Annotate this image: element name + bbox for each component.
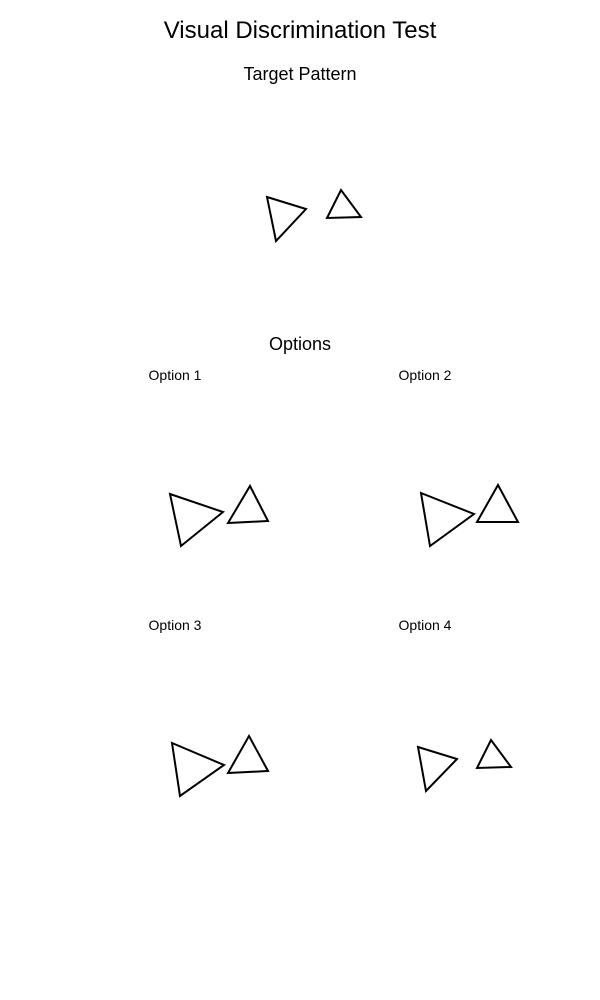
option-4-label: Option 4 xyxy=(398,617,452,633)
option-4-select-area[interactable] xyxy=(300,640,550,870)
option-1-label: Option 1 xyxy=(148,367,202,383)
option-1-select-area[interactable] xyxy=(50,390,300,620)
option-2-triangle-left xyxy=(419,491,477,548)
target-triangle-left xyxy=(265,195,308,244)
option-3-select-area[interactable] xyxy=(50,640,300,870)
option-2-label: Option 2 xyxy=(398,367,452,383)
option-1-triangle-right xyxy=(226,483,270,525)
option-3-triangle-left xyxy=(170,741,227,798)
option-4-figure[interactable] xyxy=(416,738,513,794)
option-2-triangle-right xyxy=(475,482,520,523)
target-pattern-heading: Target Pattern xyxy=(243,64,357,84)
options-heading: Options xyxy=(268,334,332,354)
option-3-label: Option 3 xyxy=(148,617,202,633)
target-triangle-right xyxy=(325,188,363,220)
option-4-triangle-left xyxy=(416,745,459,794)
option-2-select-area[interactable] xyxy=(300,390,550,620)
option-3-figure[interactable] xyxy=(170,733,270,798)
option-3-triangle-right xyxy=(226,733,270,775)
option-2-figure[interactable] xyxy=(419,482,520,548)
option-4-triangle-right xyxy=(475,738,513,770)
page-title: Visual Discrimination Test xyxy=(163,17,437,44)
option-1-triangle-left xyxy=(168,492,226,548)
option-1-figure[interactable] xyxy=(168,483,270,548)
target-pattern xyxy=(265,188,363,244)
